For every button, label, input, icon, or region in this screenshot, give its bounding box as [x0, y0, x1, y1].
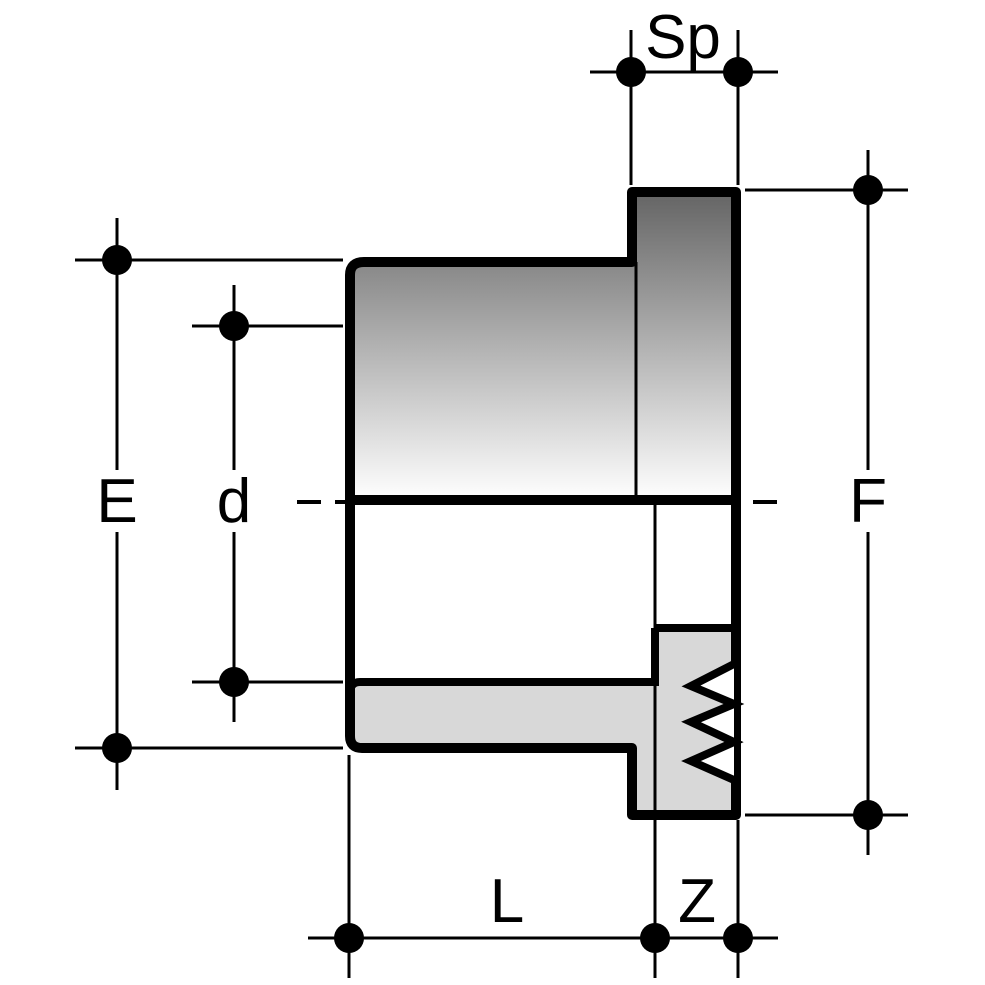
dimension-points: [102, 57, 883, 953]
label-sp: Sp: [645, 3, 721, 72]
label-e: E: [96, 467, 137, 536]
lower-outline: [345, 500, 741, 820]
lower-section: [350, 628, 736, 815]
inner-tube-end: [346, 678, 361, 695]
thread-outline: [681, 660, 745, 784]
label-z: Z: [678, 867, 716, 936]
label-l: L: [490, 867, 524, 936]
label-f: F: [849, 467, 887, 536]
upper-section: [345, 187, 741, 505]
label-d: d: [217, 467, 251, 536]
